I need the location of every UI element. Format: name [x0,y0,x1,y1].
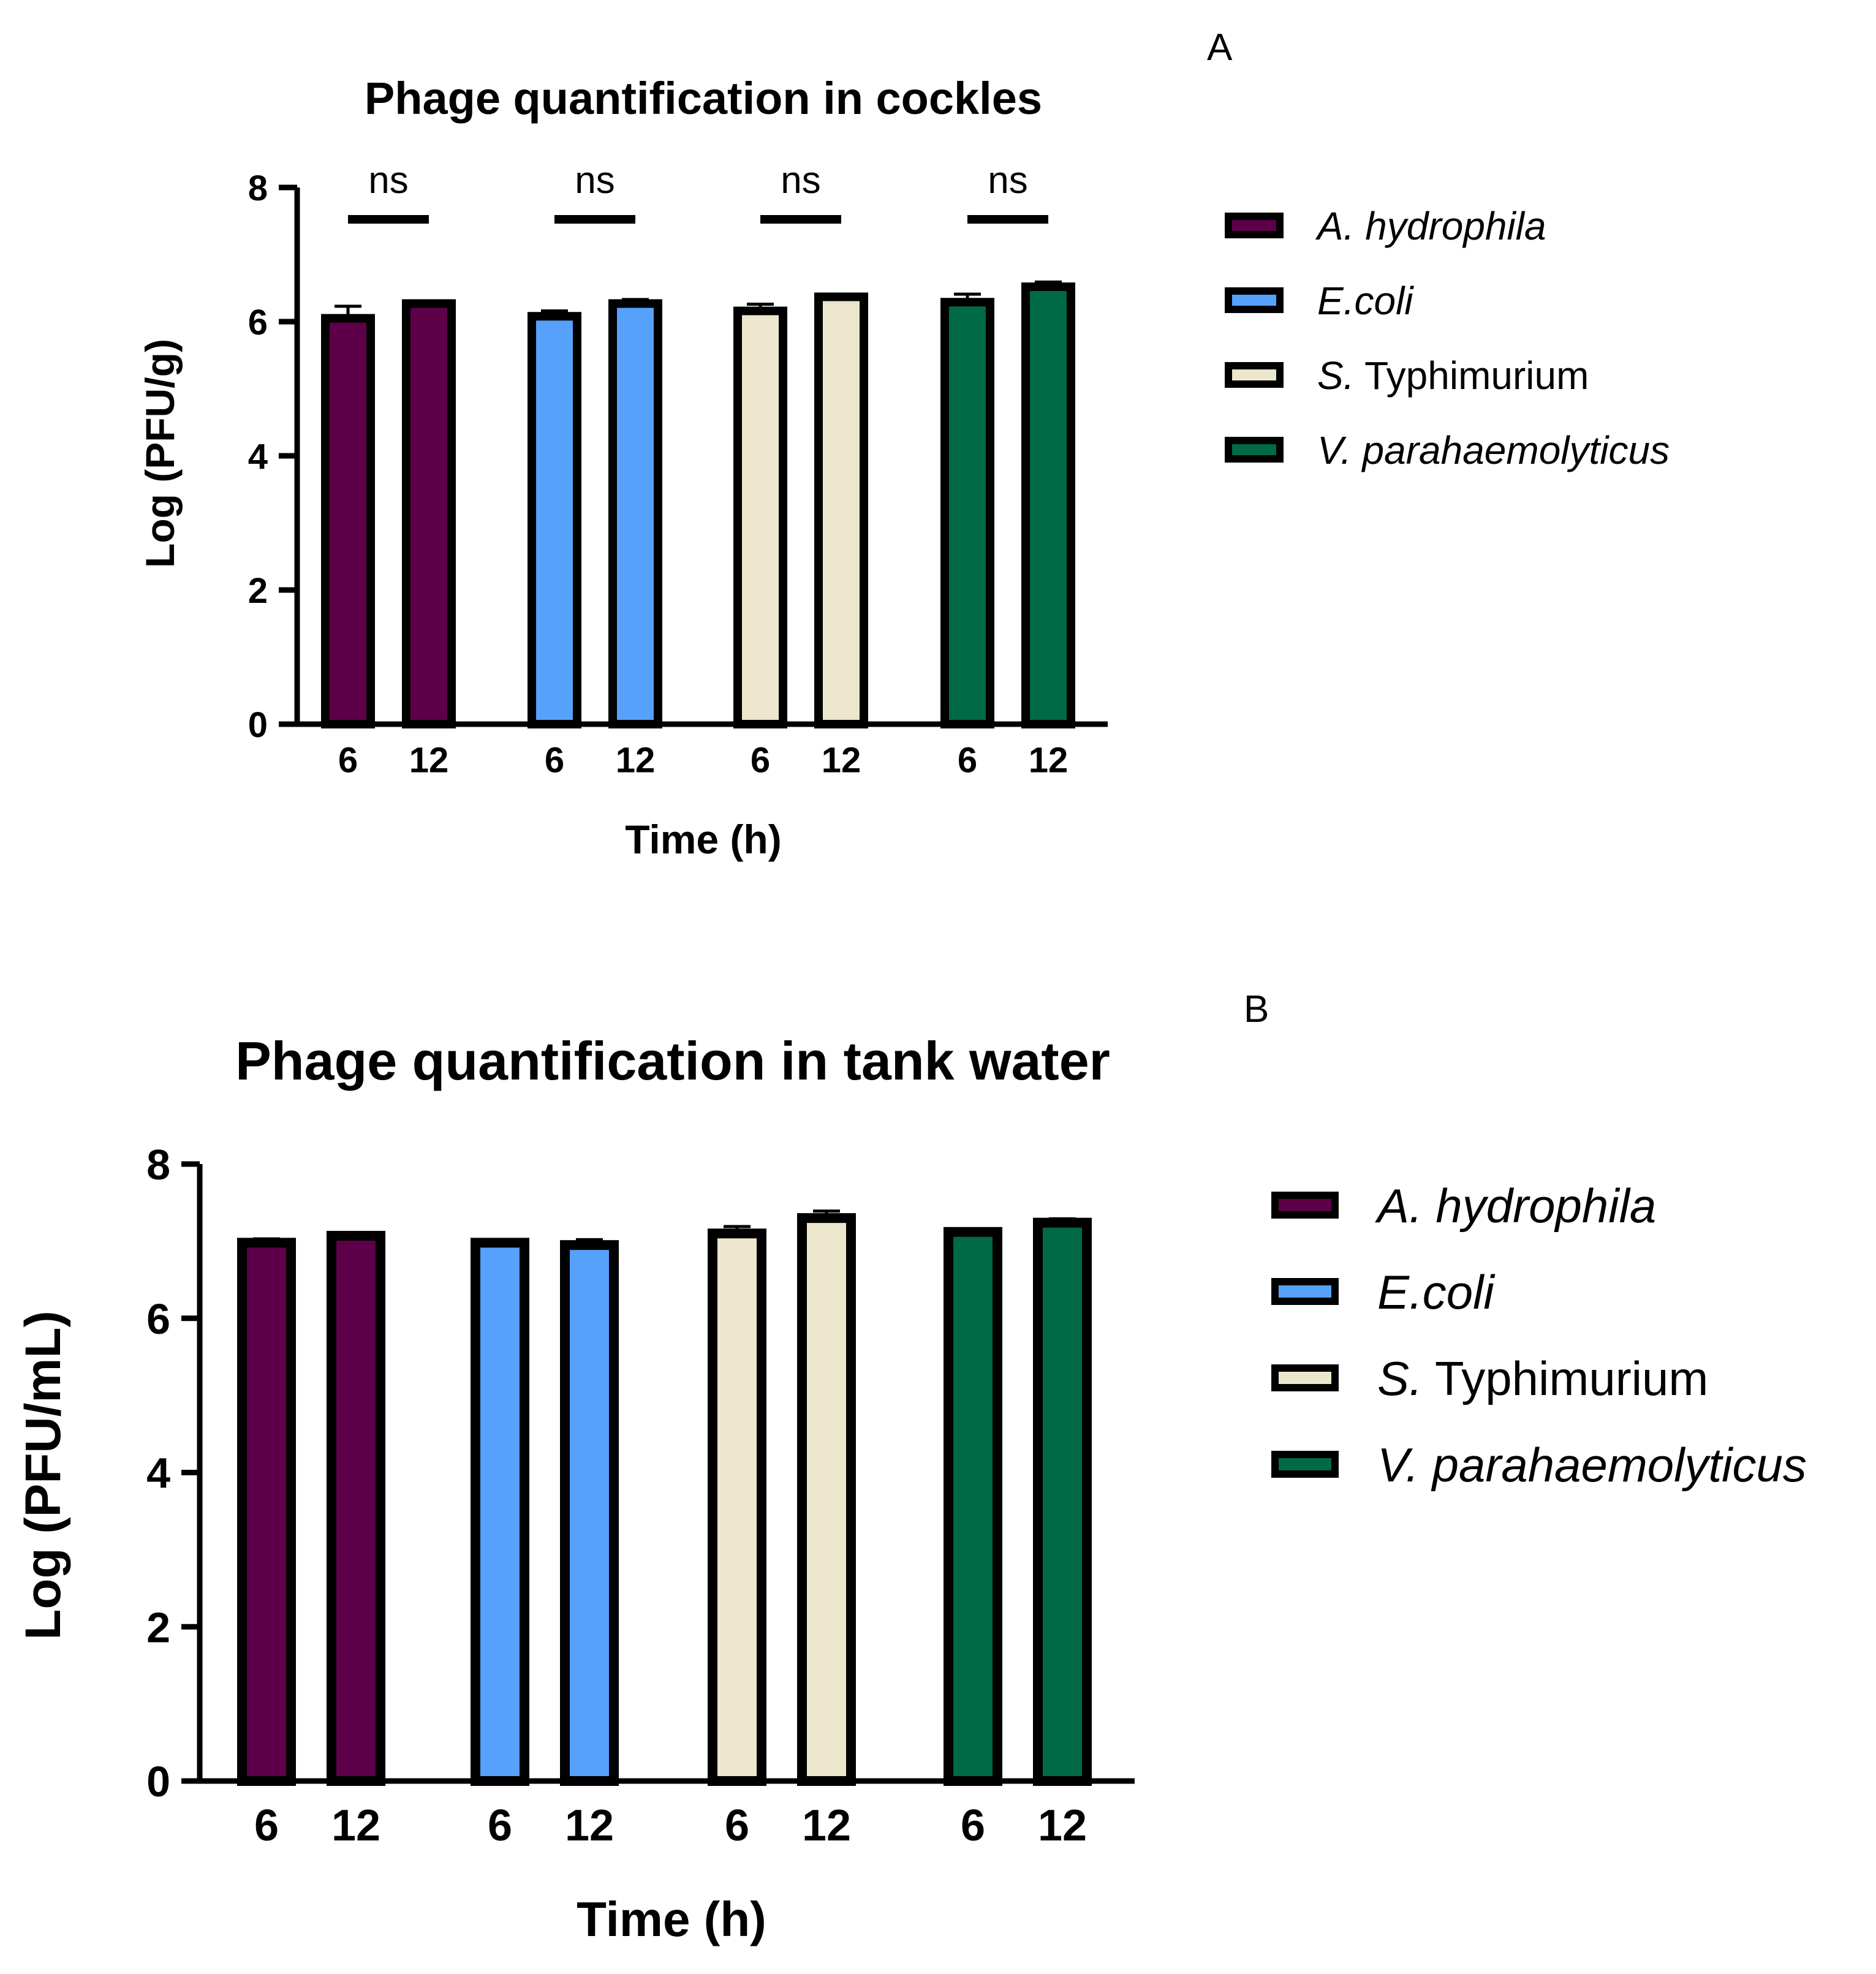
y-axis-label-b: Log (PFU/mL) [15,1310,71,1639]
x-tick-label-0-1: 12 [331,1801,380,1850]
significance-label-3: ns [988,159,1027,202]
y-axis-label-a: Log (PFU/g) [137,339,183,568]
bar-2-1 [797,1213,856,1787]
legend-label-2: S. Typhimurium [1317,354,1589,398]
legend-label-1: E.coli [1317,279,1414,323]
x-tick-label-1-0: 6 [545,740,564,780]
legend-label-2: S. Typhimurium [1377,1352,1708,1405]
chart-title-a: Phage quantification in cockles [365,73,1042,124]
y-tick-label: 6 [248,303,268,342]
x-ticks-a: 6 12 6 12 6 12 6 12 [338,740,1068,780]
panel-letter-b: B [1244,988,1269,1030]
x-tick-label-2-0: 6 [751,740,770,780]
x-ticks-b: 6 12 6 12 6 12 6 12 [254,1801,1087,1850]
bar-2-1 [814,292,868,728]
bar-0-0 [237,1238,296,1786]
bars-a [321,280,1075,729]
x-tick-label-0-1: 12 [409,740,449,780]
y-tick-label: 0 [146,1758,170,1806]
y-ticks-b: 0 2 4 6 8 [146,1141,200,1806]
bar-0-0 [321,314,375,728]
legend-swatch-1 [1225,287,1284,313]
x-tick-label-1-0: 6 [488,1801,512,1850]
x-axis-label-b: Time (h) [577,1892,766,1946]
significance-label-0: ns [368,159,408,202]
bar-2-0 [733,306,787,729]
bar-1-0 [471,1238,529,1786]
x-tick-label-2-1: 12 [802,1801,851,1850]
bar-1-1 [560,1240,619,1786]
y-tick-label: 2 [146,1603,170,1651]
bar-1-0 [528,312,581,728]
legend-swatch-0 [1271,1192,1339,1219]
y-tick-label: 8 [146,1141,170,1189]
significance-label-2: ns [781,159,820,202]
bar-2-0 [708,1228,766,1786]
legend-swatch-3 [1225,437,1284,463]
x-tick-label-1-1: 12 [565,1801,614,1850]
legend-swatch-3 [1271,1451,1339,1478]
y-tick-label: 0 [248,705,268,745]
legend-swatch-1 [1271,1278,1339,1305]
x-tick-label-2-1: 12 [822,740,861,780]
y-tick-label: 4 [146,1450,170,1497]
x-tick-label-3-0: 6 [958,740,977,780]
bars-b [237,1209,1092,1787]
chart-title-b: Phage quantification in tank water [235,1030,1110,1091]
bar-3-1 [1033,1217,1092,1787]
bar-1-1 [608,299,662,728]
bar-3-0 [940,298,994,728]
panel-b: B Phage quantification in tank water Log… [15,988,1807,1946]
x-tick-label-3-1: 12 [1029,740,1068,780]
x-tick-label-3-1: 12 [1038,1801,1087,1850]
significance-a: ns ns ns ns [348,159,1048,224]
y-ticks-a: 0 2 4 6 8 [248,168,297,745]
y-tick-label: 8 [248,168,268,208]
legend-label-0: A. hydrophila [1315,204,1546,248]
significance-label-1: ns [575,159,615,202]
panel-a: A Phage quantification in cockles Log (P… [137,26,1670,862]
bar-3-0 [944,1227,1002,1786]
legend-swatch-2 [1225,362,1284,388]
x-tick-label-2-0: 6 [725,1801,749,1850]
legend-label-3: V. parahaemolyticus [1317,428,1670,472]
legend-label-3: V. parahaemolyticus [1377,1438,1807,1492]
y-tick-label: 2 [248,571,268,611]
bar-0-1 [402,299,456,728]
x-tick-label-3-0: 6 [961,1801,985,1850]
bar-0-1 [327,1231,385,1786]
x-tick-label-0-0: 6 [338,740,358,780]
x-tick-label-0-0: 6 [254,1801,279,1850]
legend-swatch-2 [1271,1364,1339,1391]
y-tick-label: 4 [248,437,268,477]
x-tick-label-1-1: 12 [616,740,656,780]
legend-label-1: E.coli [1377,1265,1496,1319]
legend-swatch-0 [1225,213,1284,238]
x-axis-label-a: Time (h) [625,817,781,862]
legend-label-0: A. hydrophila [1375,1179,1656,1233]
panel-letter-a: A [1207,26,1233,69]
y-tick-label: 6 [146,1295,170,1343]
bar-3-1 [1021,282,1075,728]
